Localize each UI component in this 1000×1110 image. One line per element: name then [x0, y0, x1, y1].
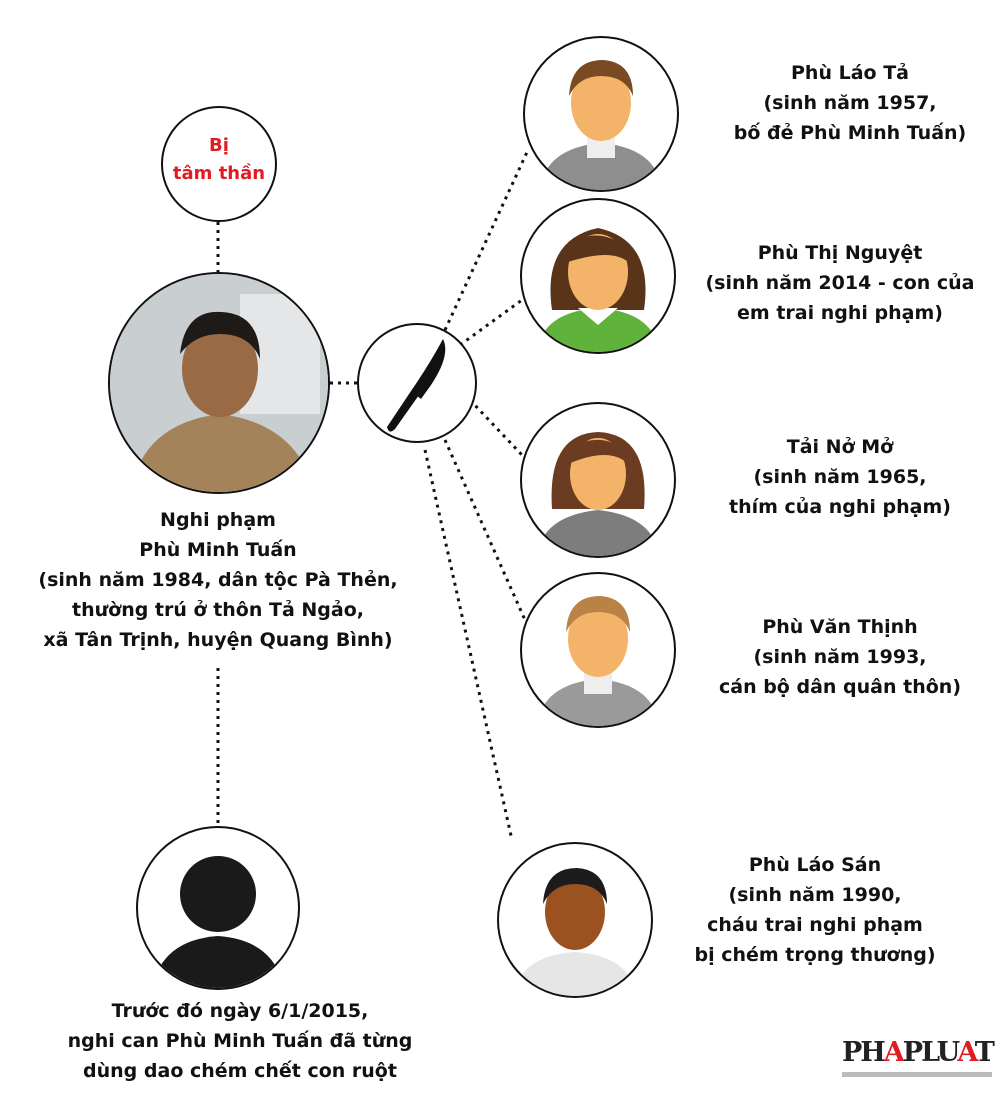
suspect-photo — [108, 272, 330, 494]
victim-line: cán bộ dân quân thôn) — [718, 676, 962, 698]
suspect-line: (sinh năm 1984, dân tộc Pà Thẻn, — [38, 569, 398, 591]
knife-icon — [387, 339, 446, 432]
suspect-line: xã Tân Trịnh, huyện Quang Bình) — [43, 629, 393, 651]
victim-info: Phù Láo Sán (sinh năm 1990, cháu trai ng… — [655, 850, 975, 970]
suspect-line: Nghi phạm — [160, 509, 276, 531]
prior-line: Trước đó ngày 6/1/2015, — [111, 1000, 369, 1022]
victim-info: Tải Nở Mở (sinh năm 1965, thím của nghi … — [680, 432, 1000, 522]
victim-line: Tải Nở Mở — [786, 436, 894, 458]
phapluat-logo: PHAPLUAT — [842, 1036, 995, 1080]
prior-incident-info: Trước đó ngày 6/1/2015, nghi can Phù Min… — [40, 996, 440, 1086]
victim-info: Phù Thị Nguyệt (sinh năm 2014 - con của … — [680, 238, 1000, 328]
victim-line: bố đẻ Phù Minh Tuấn) — [733, 122, 967, 144]
child-silhouette-avatar — [136, 826, 300, 990]
status-line: Bị — [209, 135, 229, 156]
victim-line: cháu trai nghi phạm — [707, 914, 923, 936]
victim-info: Phù Láo Tả (sinh năm 1957, bố đẻ Phù Min… — [690, 58, 1000, 148]
prior-line: dùng dao chém chết con ruột — [83, 1060, 397, 1082]
victim-line: em trai nghi phạm) — [737, 302, 943, 324]
victim-line: Phù Láo Sán — [748, 854, 882, 876]
suspect-info: Nghi phạm Phù Minh Tuấn (sinh năm 1984, … — [18, 505, 418, 655]
suspect-line: thường trú ở thôn Tả Ngảo, — [72, 599, 364, 621]
victim-line: Phù Văn Thịnh — [762, 616, 918, 638]
victim-avatar — [520, 572, 676, 728]
mental-illness-bubble: Bị tâm thần — [161, 106, 277, 222]
victim-line: (sinh năm 1957, — [763, 92, 937, 114]
suspect-line: Phù Minh Tuấn — [139, 539, 297, 561]
victim-line: bị chém trọng thương) — [694, 944, 936, 966]
victim-avatar — [520, 402, 676, 558]
weapon-bubble — [357, 323, 477, 443]
victim-line: (sinh năm 1965, — [753, 466, 927, 488]
victim-line: Phù Láo Tả — [791, 62, 909, 84]
prior-line: nghi can Phù Minh Tuấn đã từng — [67, 1030, 413, 1052]
victim-line: (sinh năm 2014 - con của — [705, 272, 975, 294]
victim-line: thím của nghi phạm) — [729, 496, 951, 518]
victim-avatar — [523, 36, 679, 192]
victim-info: Phù Văn Thịnh (sinh năm 1993, cán bộ dân… — [680, 612, 1000, 702]
victim-line: (sinh năm 1993, — [753, 646, 927, 668]
victim-line: (sinh năm 1990, — [728, 884, 902, 906]
victim-avatar — [520, 198, 676, 354]
victim-line: Phù Thị Nguyệt — [757, 242, 923, 264]
status-line: tâm thần — [172, 163, 266, 184]
victim-avatar — [497, 842, 653, 998]
